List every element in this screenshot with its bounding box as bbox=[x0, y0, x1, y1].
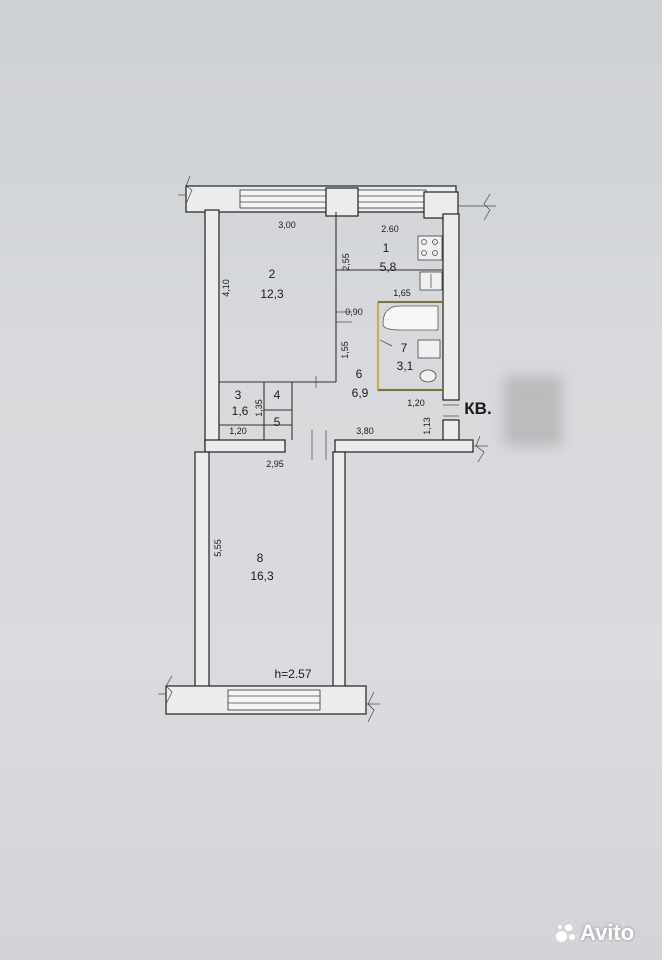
dim-bath-width: 1,65 bbox=[393, 288, 411, 298]
room-2-area: 12,3 bbox=[260, 287, 284, 301]
room-8-area: 16,3 bbox=[250, 569, 274, 583]
room-3-number: 3 bbox=[235, 388, 242, 402]
room-4-number: 4 bbox=[274, 388, 281, 402]
middle-wall bbox=[204, 435, 488, 463]
dim-entry-width: 1,13 bbox=[422, 417, 432, 435]
dim-hall-width: 3,80 bbox=[356, 426, 374, 436]
apartment-label: КВ. bbox=[464, 399, 491, 418]
right-wall-upper bbox=[442, 213, 460, 401]
dim-closet-depth: 1,35 bbox=[254, 399, 264, 417]
dim-room1-depth: 2,55 bbox=[341, 253, 351, 271]
room-2-number: 2 bbox=[269, 267, 276, 281]
avito-logo-icon bbox=[556, 923, 576, 943]
dim-bath-depth: 1,20 bbox=[407, 398, 425, 408]
right-wall-lower-room bbox=[332, 451, 346, 693]
dim-room8-depth: 5,55 bbox=[213, 539, 223, 557]
room-7-area: 3,1 bbox=[397, 359, 414, 373]
avito-wordmark: Avito bbox=[580, 920, 635, 945]
room-8-number: 8 bbox=[257, 551, 264, 565]
room-5-number: 5 bbox=[274, 415, 281, 429]
room-1-area: 5,8 bbox=[380, 260, 397, 274]
left-wall-lower bbox=[194, 451, 210, 693]
top-exterior-wall bbox=[178, 175, 496, 221]
redacted-number bbox=[504, 376, 562, 446]
room-6-area: 6,9 bbox=[352, 386, 369, 400]
room-3-area: 1,6 bbox=[232, 404, 249, 418]
dim-room1-width: 2.60 bbox=[381, 224, 399, 234]
dim-closet-width: 1,20 bbox=[229, 426, 247, 436]
avito-watermark: Avito bbox=[556, 920, 634, 946]
right-wall-lower bbox=[442, 419, 460, 441]
dim-room8-width: 2,95 bbox=[266, 459, 284, 469]
room-1-number: 1 bbox=[383, 241, 390, 255]
dim-room2-width: 3,00 bbox=[278, 220, 296, 230]
interior-partitions bbox=[219, 212, 459, 460]
dim-hall-depth: 1,55 bbox=[340, 341, 350, 359]
room-6-number: 6 bbox=[356, 367, 363, 381]
room-7-number: 7 bbox=[401, 341, 408, 355]
left-wall-upper bbox=[204, 209, 220, 451]
dim-door-width: 0,90 bbox=[345, 307, 363, 317]
bottom-exterior-wall bbox=[158, 675, 380, 723]
fixtures bbox=[382, 235, 443, 383]
ceiling-height: h=2.57 bbox=[274, 667, 311, 681]
dim-room2-depth: 4,10 bbox=[221, 279, 231, 297]
